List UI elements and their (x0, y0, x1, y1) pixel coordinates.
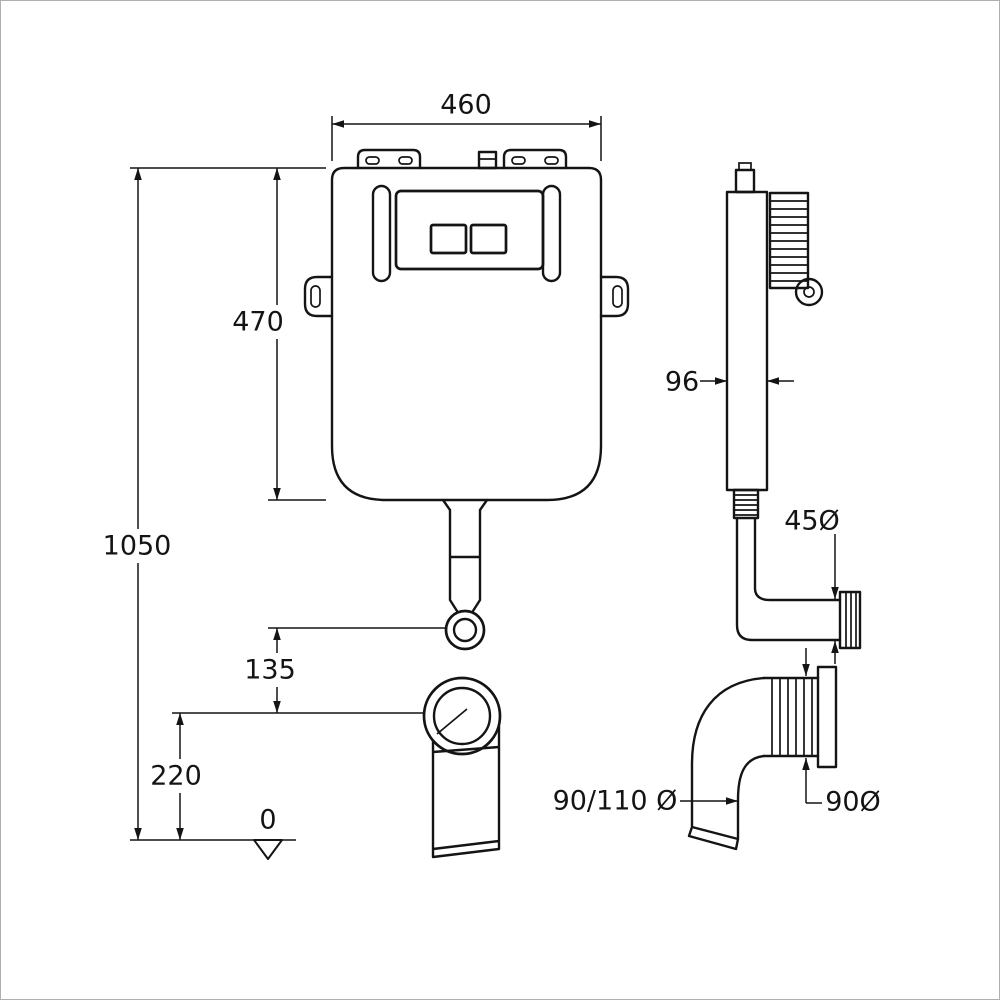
elbow-socket (762, 676, 820, 758)
inlet-cap-side (738, 162, 752, 171)
cistern-tank-outline (330, 166, 603, 502)
wing-slot (612, 285, 623, 308)
label-bg (242, 653, 298, 687)
guide-rail-left (371, 184, 392, 283)
front-elevation (303, 148, 630, 859)
elbow-body (687, 676, 766, 851)
flush-plate (394, 189, 545, 271)
dimension-annotations: 460 470 1050 135 220 0 96 45Ø 90/110 Ø 9… (102, 90, 881, 860)
flush-button-left (429, 223, 468, 255)
inlet-stub (477, 150, 498, 170)
tab-slot (398, 156, 413, 165)
dim-outlet-height-label: 220 (150, 761, 202, 792)
dim-outlet-dia-label: 90/110 Ø (553, 786, 678, 817)
mounting-tab-left (356, 148, 422, 170)
flush-bend-inner (452, 617, 478, 643)
outlet-centre-mark (436, 708, 468, 735)
flush-coupling (732, 488, 760, 520)
flush-pipe (441, 498, 489, 613)
flush-pipe-bend (735, 516, 842, 642)
dim-flush-pipe-dia-label: 45Ø (784, 506, 840, 537)
fixing-wing-left (303, 275, 334, 318)
tab-slot (544, 156, 559, 165)
dim-connector-dia-label: 90Ø (825, 787, 881, 818)
datum-triangle (253, 839, 283, 860)
side-elevation (687, 162, 862, 851)
bracket-knob-centre (803, 286, 815, 298)
wall-bracket-ribs (770, 200, 808, 282)
pipe-end-coupling (838, 590, 862, 650)
elbow-socket-ribs (771, 678, 813, 756)
extension-lines (130, 116, 822, 841)
mounting-tab-right (502, 148, 568, 170)
dim-bend-offset-label: 135 (244, 655, 296, 686)
guide-rail-right (541, 184, 562, 283)
elbow-flange (816, 665, 838, 769)
dim-overall-width-label: 460 (440, 90, 492, 121)
dim-cistern-height-label: 470 (232, 307, 284, 338)
floor-datum-label: 0 (259, 805, 276, 836)
label-bg (102, 529, 172, 563)
flush-coupling-ribs (734, 494, 758, 516)
outlet-pipe (431, 723, 501, 859)
label-bg (148, 759, 204, 793)
label-bg (230, 305, 286, 339)
inlet-stub-side (734, 168, 756, 194)
flush-bend-outer (444, 609, 486, 651)
outlet-socket-inner (432, 686, 492, 746)
flush-button-right (469, 223, 508, 255)
wing-slot (310, 285, 321, 308)
bracket-knob (794, 277, 824, 307)
pipe-end-coupling-ribs (845, 592, 857, 648)
dim-depth-label: 96 (665, 367, 699, 398)
tab-slot (365, 156, 380, 165)
dim-overall-height-label: 1050 (103, 531, 172, 562)
tab-slot (511, 156, 526, 165)
fixing-wing-right (599, 275, 630, 318)
cistern-side-outline (725, 190, 769, 492)
outlet-socket-outer (422, 676, 502, 756)
